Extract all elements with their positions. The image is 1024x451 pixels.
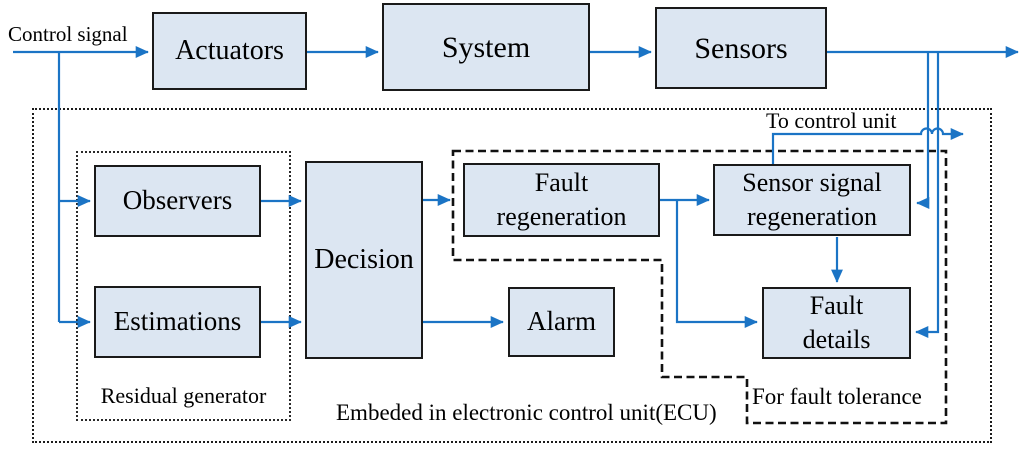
ecu-dotted-boundary — [32, 108, 992, 443]
fault-tolerance-dashed-boundary — [451, 149, 948, 425]
label-embedded-ecu: Embeded in electronic control unit(ECU) — [336, 400, 717, 425]
block-sensors: Sensors — [655, 7, 827, 89]
block-estimations: Estimations — [94, 286, 261, 358]
arrow-to-control-unit — [771, 127, 964, 164]
arrow-feedback-to-fault-details — [915, 52, 940, 338]
label-to-control-unit: To control unit — [766, 108, 897, 133]
residual-generator-dotted-boundary — [76, 151, 291, 421]
block-system: System — [382, 3, 590, 91]
block-observers: Observers — [94, 165, 261, 237]
block-fault-details: Fault details — [762, 287, 911, 359]
label-control-signal: Control signal — [8, 22, 128, 46]
label-for-fault-tolerance: For fault tolerance — [752, 384, 922, 409]
arrow-feedback-to-sensor-signal-regeneration — [916, 52, 930, 209]
arrow-fault-regen-to-fault-details — [675, 200, 758, 328]
label-residual-generator: Residual generator — [100, 383, 267, 408]
block-decision: Decision — [305, 161, 423, 359]
block-actuators: Actuators — [152, 12, 307, 90]
block-fault-regeneration: Fault regeneration — [463, 163, 660, 237]
block-alarm: Alarm — [508, 287, 615, 357]
block-sensor-signal-regeneration: Sensor signal regeneration — [713, 164, 911, 236]
